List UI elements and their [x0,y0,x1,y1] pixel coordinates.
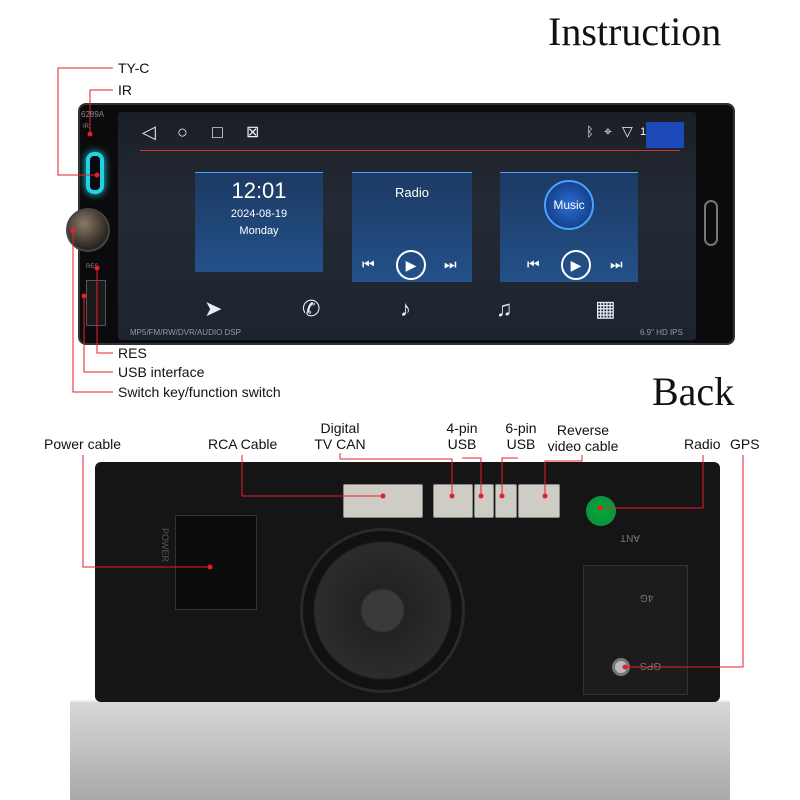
apps-icon[interactable]: ▦ [595,296,616,321]
radio-label-back: Radio [684,436,721,452]
usb6-label-1: 6-pin [505,420,537,436]
ir-label: IR [118,82,132,98]
res-mark: RES [86,264,99,270]
usb4-connector [474,484,494,518]
usb-port[interactable] [86,280,106,326]
music-label: Music [544,180,594,230]
model-label: 6289A [81,110,105,119]
power-connector [175,515,257,610]
reverse-label-2: video cable [547,438,619,454]
radio-play-icon[interactable]: ▶ [396,250,426,280]
clock-date: 2024-08-19 [230,208,288,220]
status-time: 1 [640,126,647,138]
clock-time: 12:01 [231,178,287,203]
music-play-icon[interactable]: ▶ [561,250,591,280]
instruction-title: Instruction [548,9,722,54]
back-icon[interactable]: ◁ [142,122,156,142]
radio-label: Radio [395,185,429,200]
power-cable-label: Power cable [44,436,122,452]
music-note-icon[interactable]: ♫ [496,296,513,321]
usb6-connector [495,484,517,518]
usb4-label-2: USB [447,436,477,452]
usb4-label-1: 4-pin [446,420,478,436]
music-prev-icon[interactable]: ⏮ [527,256,540,272]
usb6-label-2: USB [506,436,536,452]
bluetooth-icon: ᛒ [586,124,594,139]
mounting-tray [70,700,730,800]
screencast-icon[interactable]: ⊠ [246,124,260,141]
music-next-icon[interactable]: ⏭ [610,256,623,272]
dtv-can-label-2: TV CAN [314,436,366,452]
navigation-icon[interactable]: ➤ [204,296,223,321]
rca-cable-label: RCA Cable [208,436,278,452]
location-icon: ⌖ [604,123,612,139]
gps-label: GPS [730,436,760,452]
usb-interface-label: USB interface [118,364,205,380]
wifi-icon: ▽ [622,123,633,139]
4g-mark: 4G [640,592,654,603]
gps-mark: GPS [640,660,662,671]
switch-key-label: Switch key/function switch [118,384,281,400]
power-mark: POWER [160,527,171,563]
type-c-port[interactable] [86,152,104,194]
gps-4g-panel [583,565,688,695]
clock-widget[interactable] [195,172,323,272]
radio-prev-icon[interactable]: ⏮ [362,256,375,272]
ant-mark: ANT [620,532,640,543]
dtv-can-label-1: Digital [320,420,360,436]
back-title: Back [652,369,735,414]
reverse-label-1: Reverse [556,422,610,438]
rca-connector [343,484,423,518]
cooling-fan [300,528,465,693]
ir-mark: IR [83,124,89,130]
bluetooth-music-icon[interactable]: ♪ [400,296,411,321]
home-icon[interactable]: ○ [177,122,188,142]
footer-right: 6.9" HD IPS [640,328,683,337]
tyc-label: TY-C [118,60,150,76]
clock-day: Monday [239,225,279,237]
footer-left: MP5/FM/RW/DVR/AUDIO DSP [130,328,241,337]
radio-next-icon[interactable]: ⏭ [444,256,457,272]
dtv-can-connector [433,484,473,518]
status-overlay [646,122,684,148]
screen-divider [140,150,680,151]
res-label: RES [118,345,147,361]
side-button[interactable] [704,200,718,246]
radio-antenna-port [586,496,616,526]
gps-port [612,658,630,676]
reverse-video-connector [518,484,560,518]
function-knob[interactable] [66,208,110,252]
phone-icon[interactable]: ✆ [302,296,321,321]
recents-icon[interactable]: □ [212,122,223,142]
